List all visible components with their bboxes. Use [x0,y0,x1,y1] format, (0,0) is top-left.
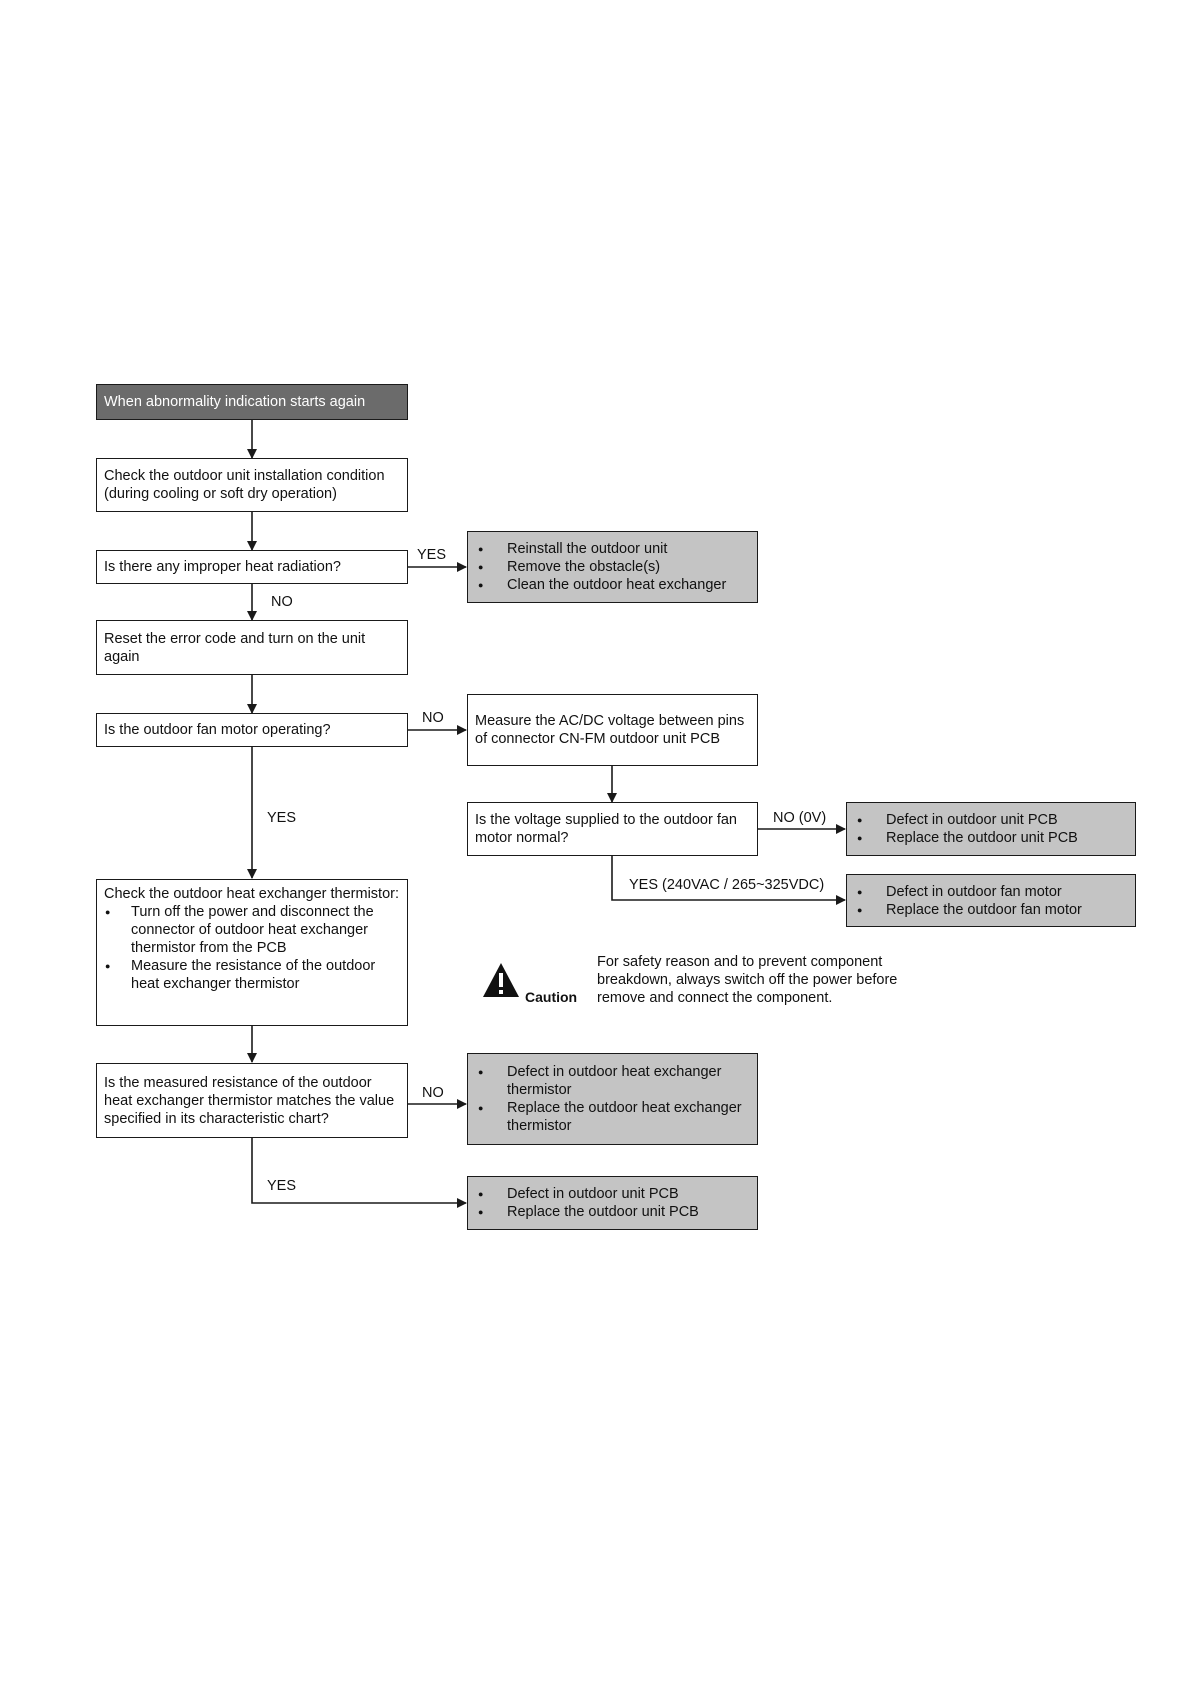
list-item: Defect in outdoor unit PCB [475,1185,699,1203]
pcb-action-box-2: Defect in outdoor unit PCB Replace the o… [467,1176,758,1230]
voltage-question-text: Is the voltage supplied to the outdoor f… [475,812,737,846]
list-item: Replace the outdoor fan motor [854,901,1082,919]
label-yes-fan: YES [267,810,297,826]
list-item: Defect in outdoor fan motor [854,883,1082,901]
caution-text: For safety reason and to prevent compone… [597,954,898,1006]
list-item: Replace the outdoor unit PCB [475,1203,699,1221]
list-item: Clean the outdoor heat exchanger [475,576,726,594]
resistance-question-text: Is the measured resistance of the outdoo… [104,1074,395,1127]
label-no-resistance: NO [422,1085,444,1101]
list-item: Replace the outdoor heat exchanger therm… [475,1099,750,1135]
arrow-resistance-yes [251,1138,467,1208]
check-installation-text: Check the outdoor unit installation cond… [104,468,385,502]
thermistor-check-intro: Check the outdoor heat exchanger thermis… [104,886,399,902]
arrow-voltage-yes [611,856,846,905]
label-no-fan: NO [422,710,444,726]
list-item: Defect in outdoor unit PCB [854,811,1078,829]
label-no-voltage: NO (0V) [773,810,827,826]
thermistor-action-list: Defect in outdoor heat exchanger thermis… [475,1063,750,1135]
label-no-radiation: NO [271,594,293,610]
fan-motor-question: Is the outdoor fan motor operating? [96,713,408,747]
heat-radiation-question: Is there any improper heat radiation? [96,550,408,584]
thermistor-action-box: Defect in outdoor heat exchanger thermis… [467,1053,758,1145]
thermistor-check-list: Turn off the power and disconnect the co… [104,903,400,993]
label-yes-radiation: YES [417,547,447,563]
list-item: Defect in outdoor heat exchanger thermis… [475,1063,750,1099]
pcb-action-list-2: Defect in outdoor unit PCB Replace the o… [475,1185,699,1221]
reset-text: Reset the error code and turn on the uni… [104,630,366,665]
label-yes-voltage: YES (240VAC / 265~325VDC) [629,877,825,893]
start-box: When abnormality indication starts again [96,384,408,420]
measure-voltage-text: Measure the AC/DC voltage between pins o… [475,713,745,747]
warning-triangle-icon [483,963,519,997]
heat-radiation-action-list: Reinstall the outdoor unit Remove the ob… [475,540,726,594]
list-item: Replace the outdoor unit PCB [854,829,1078,847]
fan-motor-question-text: Is the outdoor fan motor operating? [104,722,331,738]
label-yes-resistance: YES [267,1178,297,1194]
voltage-question: Is the voltage supplied to the outdoor f… [467,802,758,856]
list-item: Measure the resistance of the outdoor he… [104,957,400,993]
resistance-question: Is the measured resistance of the outdoo… [96,1063,408,1138]
heat-radiation-question-text: Is there any improper heat radiation? [104,559,341,575]
list-item: Turn off the power and disconnect the co… [104,903,400,957]
check-installation-box: Check the outdoor unit installation cond… [96,458,408,512]
fan-motor-action-list: Defect in outdoor fan motor Replace the … [854,883,1082,919]
pcb-action-list-1: Defect in outdoor unit PCB Replace the o… [854,811,1078,847]
caution-label: Caution [525,989,578,1005]
reset-box: Reset the error code and turn on the uni… [96,620,408,675]
list-item: Remove the obstacle(s) [475,558,726,576]
pcb-action-box-1: Defect in outdoor unit PCB Replace the o… [846,802,1136,856]
heat-radiation-action-box: Reinstall the outdoor unit Remove the ob… [467,531,758,603]
measure-voltage-box: Measure the AC/DC voltage between pins o… [467,694,758,766]
thermistor-check-box: Check the outdoor heat exchanger thermis… [96,879,408,1026]
start-text: When abnormality indication starts again [104,394,366,410]
list-item: Reinstall the outdoor unit [475,540,726,558]
fan-motor-action-box: Defect in outdoor fan motor Replace the … [846,874,1136,927]
